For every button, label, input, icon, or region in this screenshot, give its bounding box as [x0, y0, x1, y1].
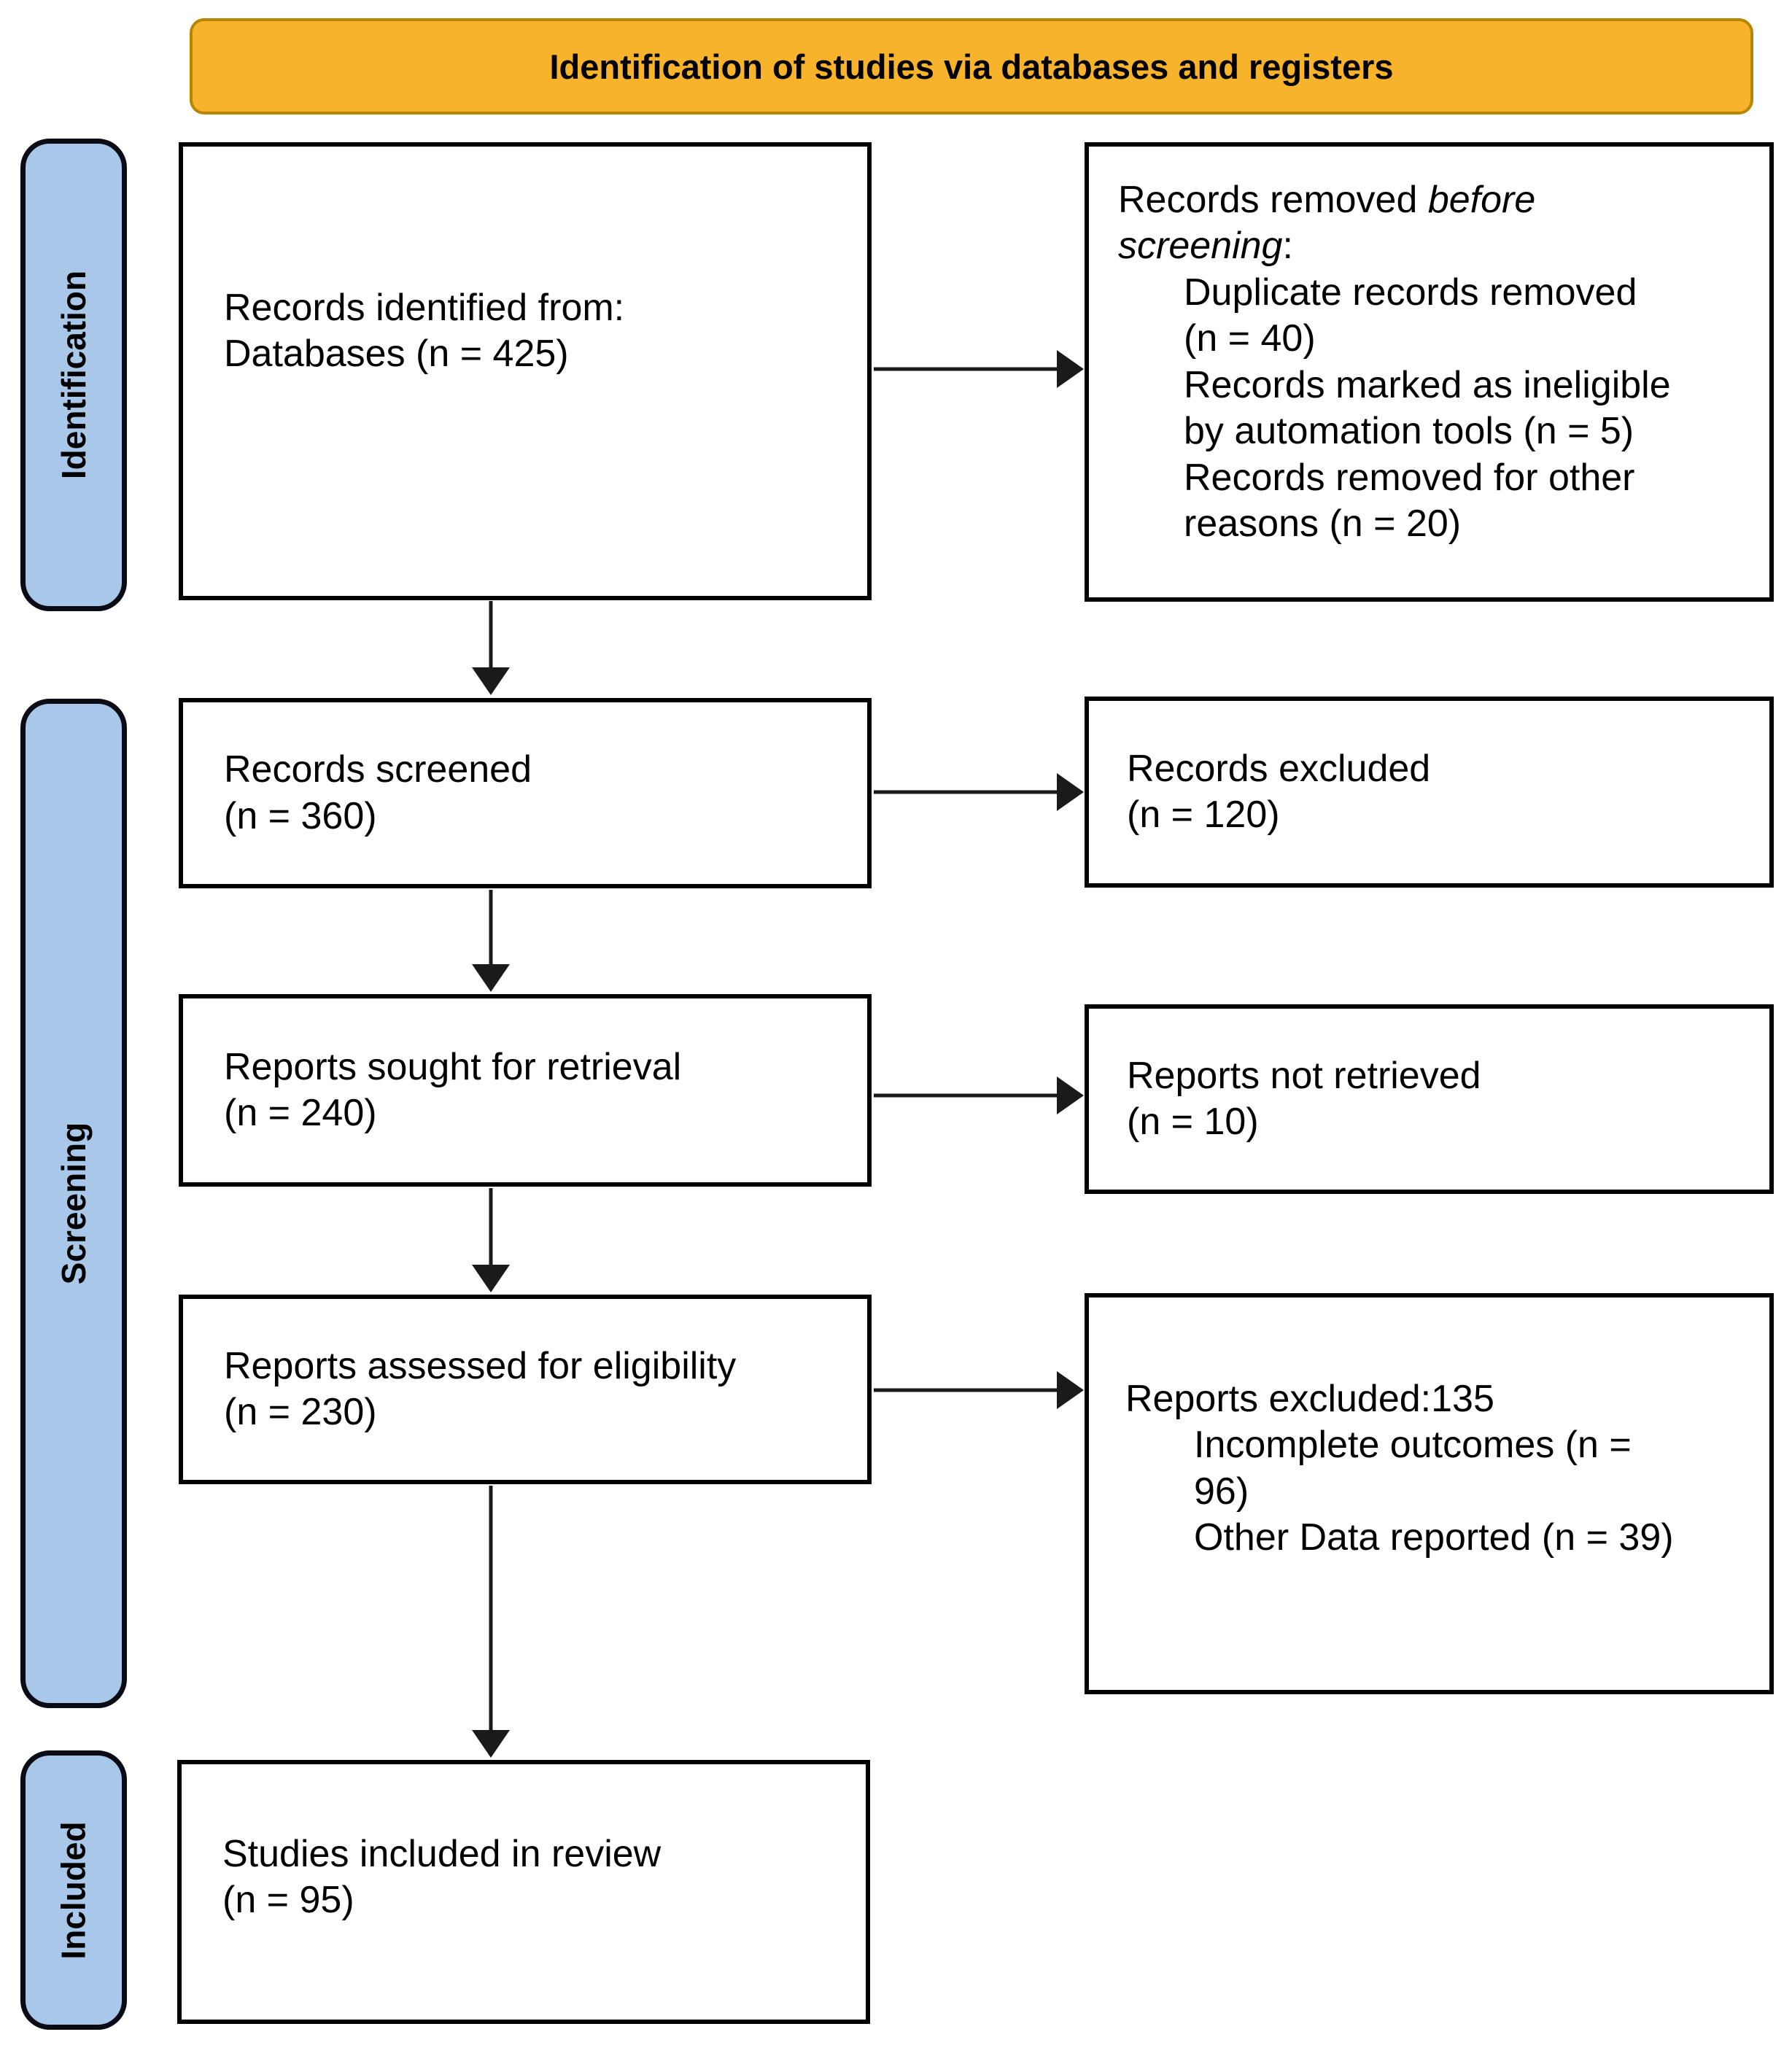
arrow-sought-to-assessed	[472, 1188, 510, 1292]
box-records-identified: Records identified from: Databases (n = …	[179, 142, 872, 600]
records-screened-line2: (n = 360)	[224, 794, 377, 837]
box-reports-not-retrieved: Reports not retrieved (n = 10)	[1085, 1004, 1774, 1194]
reports-excluded-title: Reports excluded:135	[1125, 1378, 1494, 1420]
records-identified-line2: Databases (n = 425)	[224, 333, 569, 375]
reports-assessed-line1: Reports assessed for eligibility	[224, 1344, 737, 1387]
removed-item-automation: Records marked as ineligible by automati…	[1184, 363, 1671, 453]
arrow-screened-to-records-excluded	[874, 773, 1084, 811]
removed-item-other-reasons: Records removed for other reasons (n = 2…	[1184, 456, 1635, 546]
banner-title: Identification of studies via databases …	[549, 47, 1394, 86]
reports-excluded-item-other-data: Other Data reported (n = 39)	[1194, 1516, 1674, 1559]
records-identified-line1: Records identified from:	[224, 286, 625, 329]
box-records-removed-before-screening: Records removed before screening: Duplic…	[1085, 142, 1774, 602]
stage-label-identification: Identification	[20, 139, 127, 611]
stage-label-included: Included	[20, 1750, 127, 2030]
reports-not-retrieved-line2: (n = 10)	[1127, 1101, 1259, 1143]
reports-sought-line2: (n = 240)	[224, 1092, 377, 1134]
reports-not-retrieved-line1: Reports not retrieved	[1127, 1054, 1481, 1097]
records-excluded-line1: Records excluded	[1127, 747, 1431, 790]
arrow-sought-to-not-retrieved	[874, 1077, 1084, 1114]
box-records-screened: Records screened (n = 360)	[179, 698, 872, 888]
arrow-identified-to-removed	[874, 350, 1084, 388]
records-excluded-line2: (n = 120)	[1127, 794, 1280, 836]
removed-item-duplicates: Duplicate records removed (n = 40)	[1184, 271, 1637, 360]
reports-sought-line1: Reports sought for retrieval	[224, 1045, 682, 1088]
banner-identification-of-studies: Identification of studies via databases …	[190, 18, 1753, 115]
arrow-screened-to-sought	[472, 890, 510, 992]
reports-excluded-item-incomplete: Incomplete outcomes (n = 96)	[1194, 1424, 1632, 1513]
arrow-identified-to-screened	[472, 601, 510, 695]
box-reports-sought: Reports sought for retrieval (n = 240)	[179, 994, 872, 1187]
studies-included-line2: (n = 95)	[222, 1879, 354, 1921]
arrow-assessed-to-reports-excluded	[874, 1371, 1084, 1409]
box-reports-assessed: Reports assessed for eligibility (n = 23…	[179, 1295, 872, 1484]
box-reports-excluded: Reports excluded:135 Incomplete outcomes…	[1085, 1293, 1774, 1694]
records-removed-title: Records removed before screening:	[1118, 179, 1536, 268]
studies-included-line1: Studies included in review	[222, 1832, 662, 1875]
arrow-assessed-to-included	[472, 1486, 510, 1758]
box-studies-included: Studies included in review (n = 95)	[177, 1760, 870, 2024]
reports-assessed-line2: (n = 230)	[224, 1391, 377, 1433]
box-records-excluded: Records excluded (n = 120)	[1085, 697, 1774, 888]
records-screened-line1: Records screened	[224, 748, 532, 791]
stage-label-screening: Screening	[20, 699, 127, 1708]
